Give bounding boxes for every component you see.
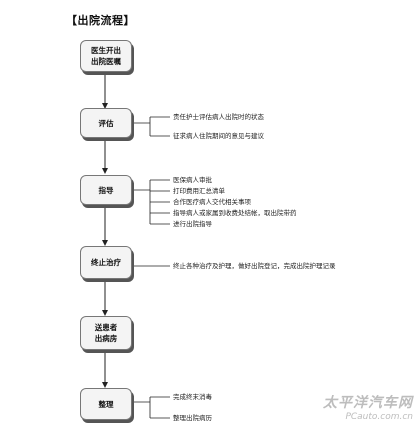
watermark-en: PCauto.com.cn <box>345 412 413 422</box>
note-assess-2: 征求病人住院期间的意见与建议 <box>173 132 264 140</box>
note-guide-4: 指导病人或家属到收费处结帐，取出院带药 <box>173 209 297 217</box>
step-send-out: 送患者 出病房 <box>80 316 132 350</box>
note-guide-2: 打印费用汇总清单 <box>173 187 225 195</box>
watermark: 太平洋汽车网 PCauto.com.cn <box>323 392 413 422</box>
step-evaluate: 评估 <box>80 108 132 138</box>
watermark-cn: 太平洋汽车网 <box>323 395 413 411</box>
note-assess-1: 责任护士评估病人出院时的状态 <box>173 113 264 121</box>
step-tidy: 整理 <box>80 388 132 420</box>
page-title: 【出院流程】 <box>66 14 135 27</box>
note-tidy-2: 整理出院病历 <box>173 414 212 422</box>
note-guide-5: 进行出院指导 <box>173 220 212 228</box>
step-stop-treatment: 终止治疗 <box>80 246 132 279</box>
note-guide-3: 合作医疗病人交代相关事项 <box>173 198 251 206</box>
note-tidy-1: 完成终末消毒 <box>173 393 212 401</box>
note-guide-1: 医保病人审批 <box>173 176 212 184</box>
step-doctor-order: 医生开出 出院医嘱 <box>80 40 132 72</box>
step-guide: 指导 <box>80 175 132 205</box>
note-stop-1: 终止各种治疗及护理，做好出院登记，完成出院护理记录 <box>173 262 336 270</box>
